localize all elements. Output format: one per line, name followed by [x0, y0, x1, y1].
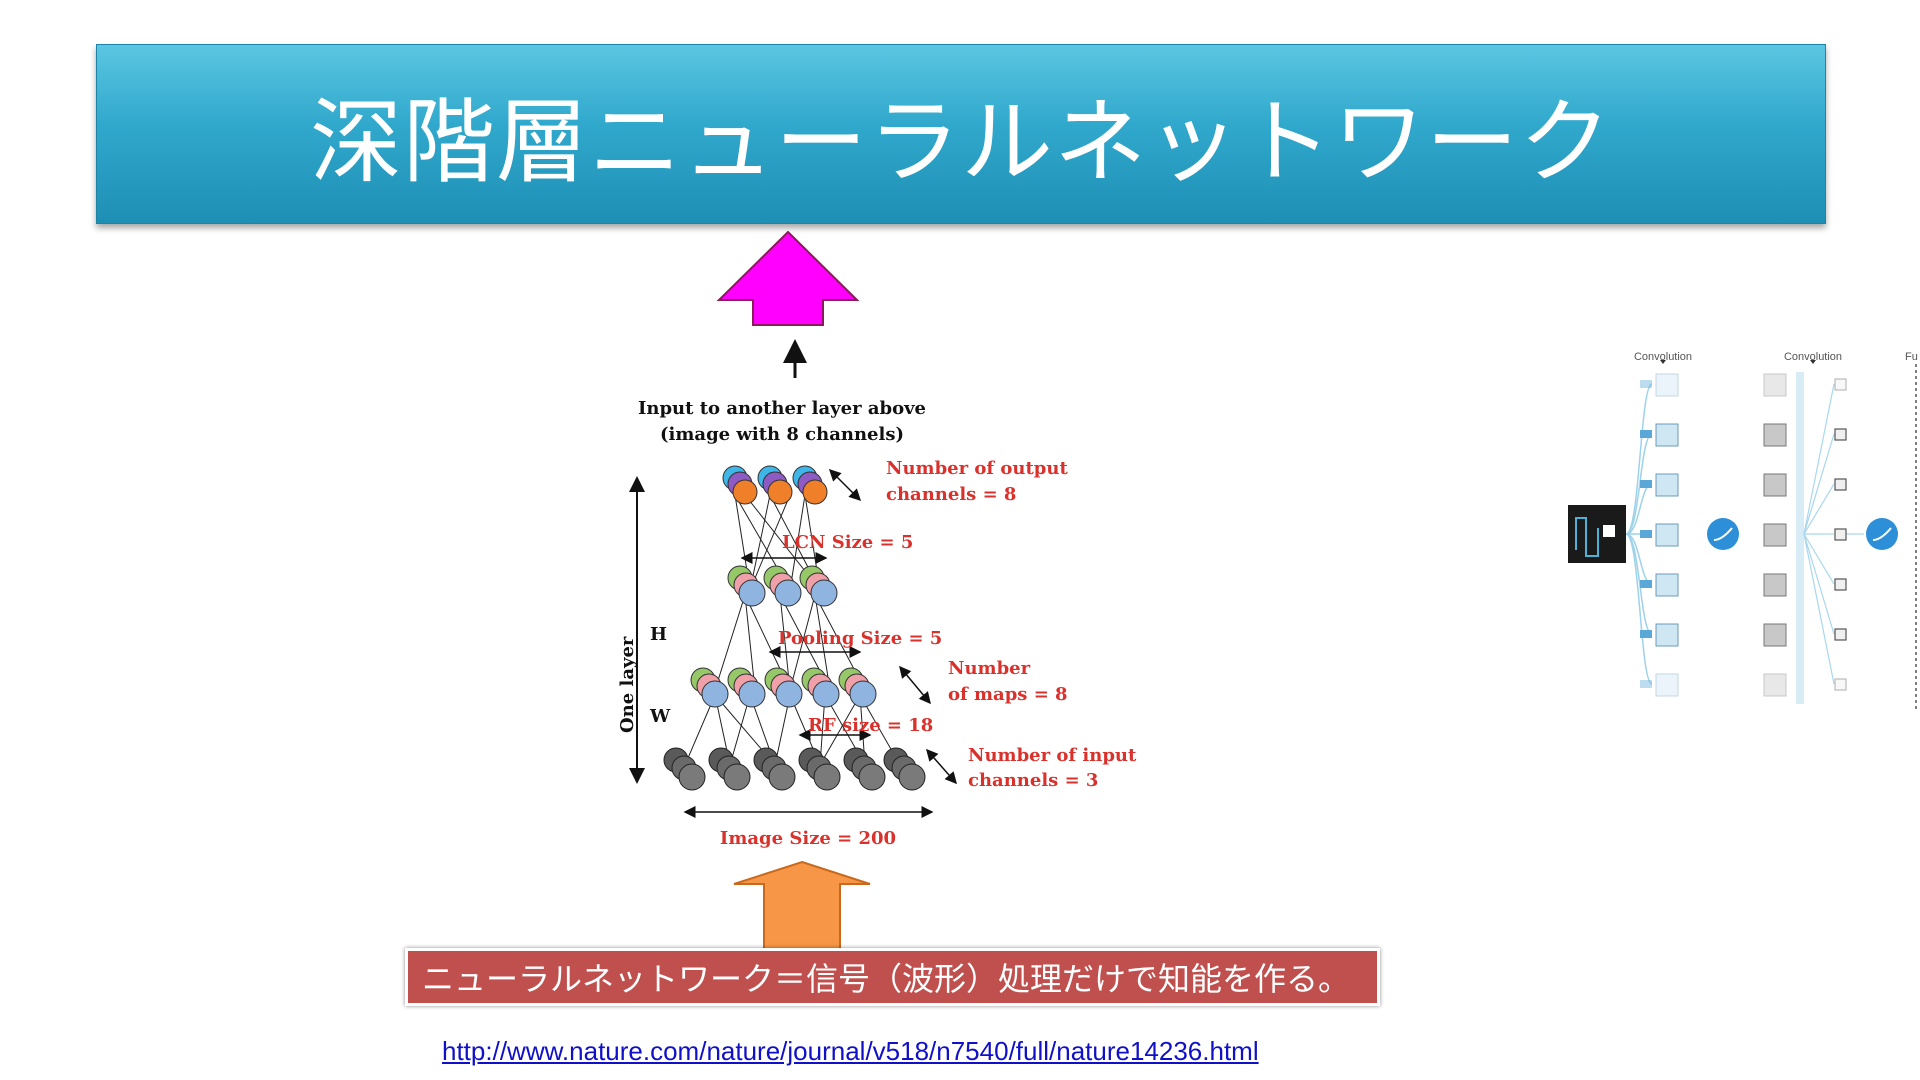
- maps-line1: Number: [948, 658, 1031, 679]
- title-banner: 深階層ニューラルネットワーク: [96, 44, 1826, 224]
- side-col1-label: Convolution: [1634, 351, 1692, 363]
- side-col3-label: Fu: [1905, 351, 1918, 363]
- pooling-layer-nodes: [690, 667, 877, 708]
- caption-text: ニューラルネットワーク＝信号（波形）処理だけで知能を作る。: [422, 960, 1351, 998]
- pooling-size-label: Pooling Size = 5: [778, 628, 942, 649]
- h-label: H: [650, 624, 667, 645]
- input-layer-nodes: [663, 747, 926, 791]
- w-label: W: [649, 706, 671, 727]
- one-layer-label: One layer: [617, 636, 638, 733]
- top-label-line2: (image with 8 channels): [660, 424, 904, 445]
- output-layer-nodes: [722, 465, 828, 505]
- caption-box: ニューラルネットワーク＝信号（波形）処理だけで知能を作る。: [405, 948, 1380, 1006]
- slide-title: 深階層ニューラルネットワーク: [309, 88, 1612, 196]
- side-network-figure: Convolution Convolution Fu: [1568, 351, 1918, 710]
- output-channels-line1: Number of output: [886, 458, 1068, 479]
- lcn-layer-nodes: [727, 565, 838, 607]
- rf-size-label: RF size = 18: [808, 715, 933, 736]
- lcn-size-label: LCN Size = 5: [782, 532, 913, 553]
- input-channels-line2: channels = 3: [968, 770, 1098, 791]
- magenta-up-arrow-icon: [716, 230, 860, 326]
- maps-line2: of maps = 8: [948, 684, 1068, 705]
- top-label-line1: Input to another layer above: [638, 398, 926, 419]
- measurement-arrows: [683, 468, 957, 818]
- orange-up-arrow-icon: [733, 860, 871, 951]
- source-link[interactable]: http://www.nature.com/nature/journal/v51…: [442, 1036, 1259, 1066]
- image-size-label: Image Size = 200: [720, 828, 896, 849]
- side-col2-label: Convolution: [1784, 351, 1842, 363]
- output-channels-line2: channels = 8: [886, 484, 1016, 505]
- input-channels-line1: Number of input: [968, 745, 1137, 766]
